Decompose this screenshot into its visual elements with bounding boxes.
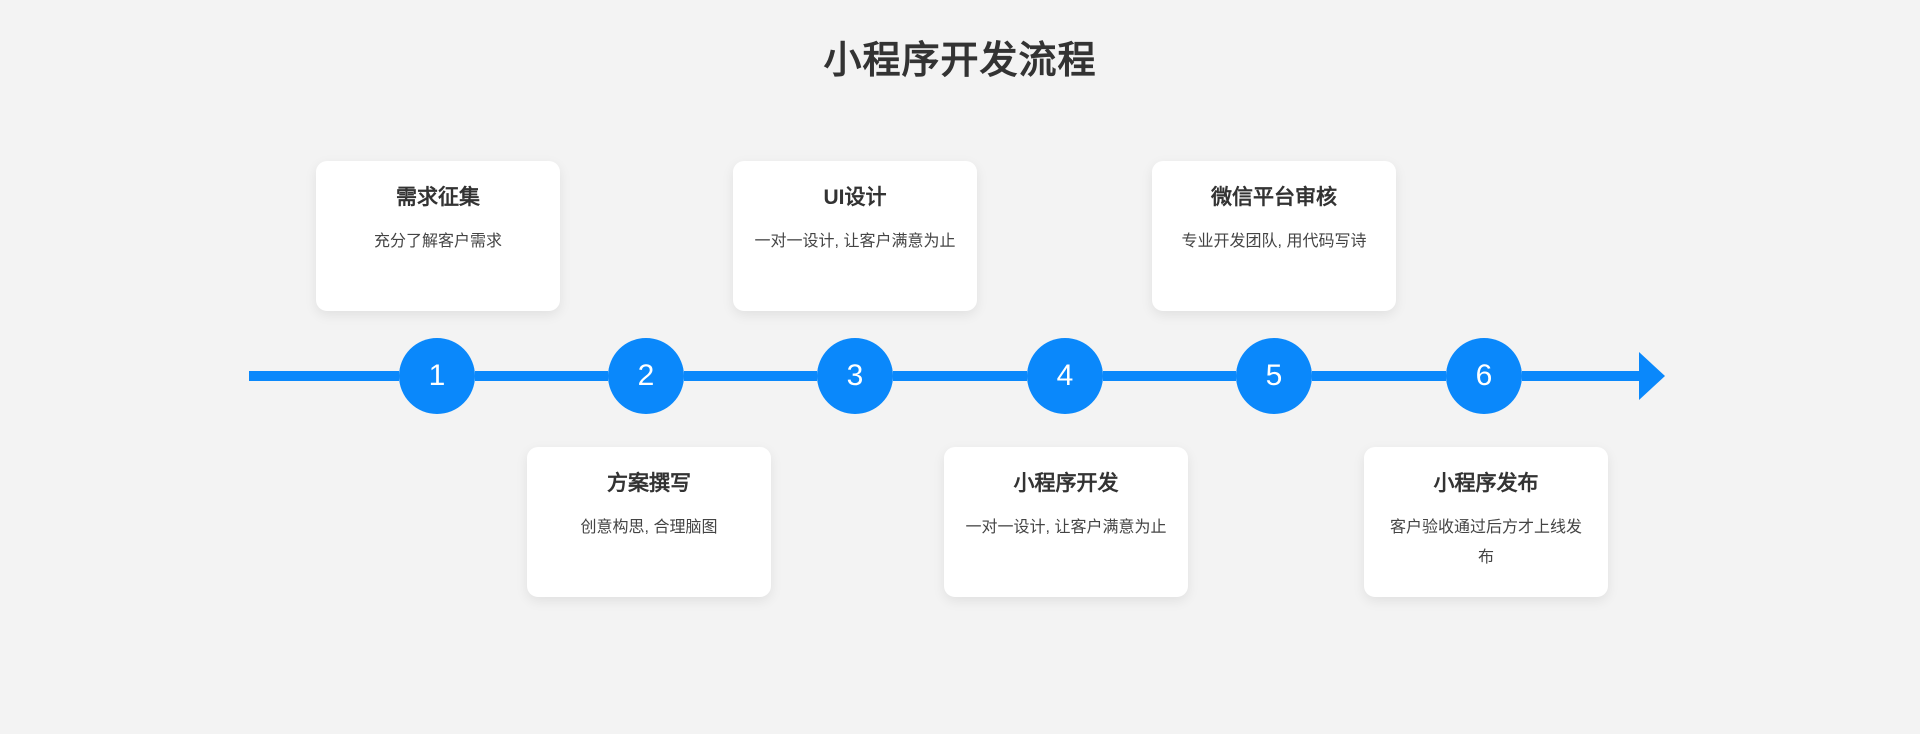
step-card-4[interactable]: 小程序开发一对一设计, 让客户满意为止 [944,447,1188,597]
step-card-6[interactable]: 小程序发布客户验收通过后方才上线发布 [1364,447,1608,597]
step-card-title: 微信平台审核 [1211,186,1337,209]
step-card-2[interactable]: 方案撰写创意构思, 合理脑图 [527,447,771,597]
step-card-description: 客户验收通过后方才上线发布 [1389,519,1582,566]
step-card-title: 需求征集 [396,186,480,209]
timeline-node-3[interactable]: 3 [817,338,893,414]
timeline-node-6[interactable]: 6 [1446,338,1522,414]
step-card-title: 方案撰写 [607,472,691,495]
timeline-segment-6 [1312,371,1446,381]
step-card-title: 小程序发布 [1433,472,1539,495]
timeline-segment-1 [249,371,399,381]
timeline-node-4[interactable]: 4 [1027,338,1103,414]
step-card-description: 充分了解客户需求 [373,233,502,250]
step-card-3[interactable]: UI设计一对一设计, 让客户满意为止 [733,161,977,311]
step-card-title: UI设计 [823,186,887,209]
step-card-description: 一对一设计, 让客户满意为止 [965,519,1167,536]
step-card-title: 小程序开发 [1013,472,1119,495]
timeline-segment-5 [1103,371,1236,381]
page-title: 小程序开发流程 [823,40,1097,82]
step-card-1[interactable]: 需求征集充分了解客户需求 [316,161,560,311]
step-card-description: 一对一设计, 让客户满意为止 [754,233,956,250]
step-card-5[interactable]: 微信平台审核专业开发团队, 用代码写诗 [1152,161,1396,311]
timeline-node-5[interactable]: 5 [1236,338,1312,414]
timeline-node-2[interactable]: 2 [608,338,684,414]
timeline-node-1[interactable]: 1 [399,338,475,414]
arrow-right-icon [1639,352,1665,400]
timeline-segment-3 [684,371,817,381]
step-card-description: 创意构思, 合理脑图 [580,519,718,536]
timeline-segment-4 [893,371,1027,381]
step-card-description: 专业开发团队, 用代码写诗 [1181,233,1367,250]
timeline-segment-7 [1522,371,1640,381]
timeline-segment-2 [475,371,608,381]
